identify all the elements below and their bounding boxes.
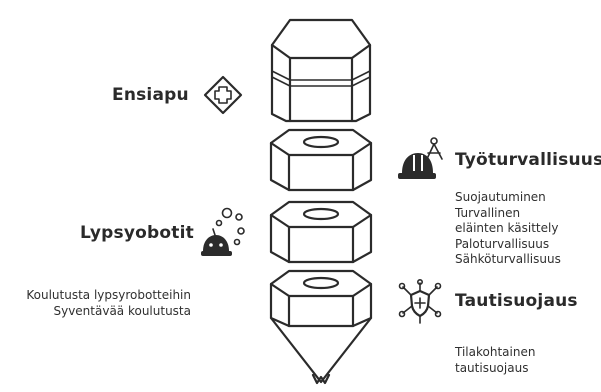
nut-segment-2	[269, 200, 373, 264]
tyoturvallisuus-list: Suojautuminen Turvallinen eläinten käsit…	[455, 190, 561, 268]
list-item: eläinten käsittely	[455, 221, 559, 235]
ensiapu-title: Ensiapu	[112, 85, 189, 105]
tyoturvallisuus-title: Työturvallisuus	[455, 150, 601, 170]
nut-segment-3	[269, 269, 373, 385]
pencil-cap	[270, 18, 372, 123]
first-aid-diamond-icon	[203, 75, 243, 115]
list-item: Turvallinen	[455, 205, 521, 220]
lypsyobotit-title: Lypsyobotit	[80, 223, 194, 243]
nut-segment-1	[269, 128, 373, 192]
tautisuojaus-title: Tautisuojaus	[455, 291, 578, 311]
koulutus-list: Koulutusta lypsyrobotteihin Syventävää k…	[26, 288, 191, 319]
list-item: Sähköturvallisuus	[455, 252, 561, 266]
list-item: Suojautuminen	[455, 190, 546, 204]
list-item: Paloturvallisuus	[455, 236, 550, 251]
virus-shield-icon	[398, 279, 442, 324]
list-item: Syventävää koulutusta	[53, 303, 191, 318]
tautisuojaus-list: Tilakohtainen tautisuojaus	[455, 345, 535, 376]
list-item: Koulutusta lypsyrobotteihin	[26, 288, 191, 302]
robot-bubbles-icon	[201, 207, 245, 256]
list-item: tautisuojaus	[455, 360, 529, 375]
hard-hat-compass-icon	[398, 137, 443, 179]
list-item: Tilakohtainen	[455, 345, 536, 359]
